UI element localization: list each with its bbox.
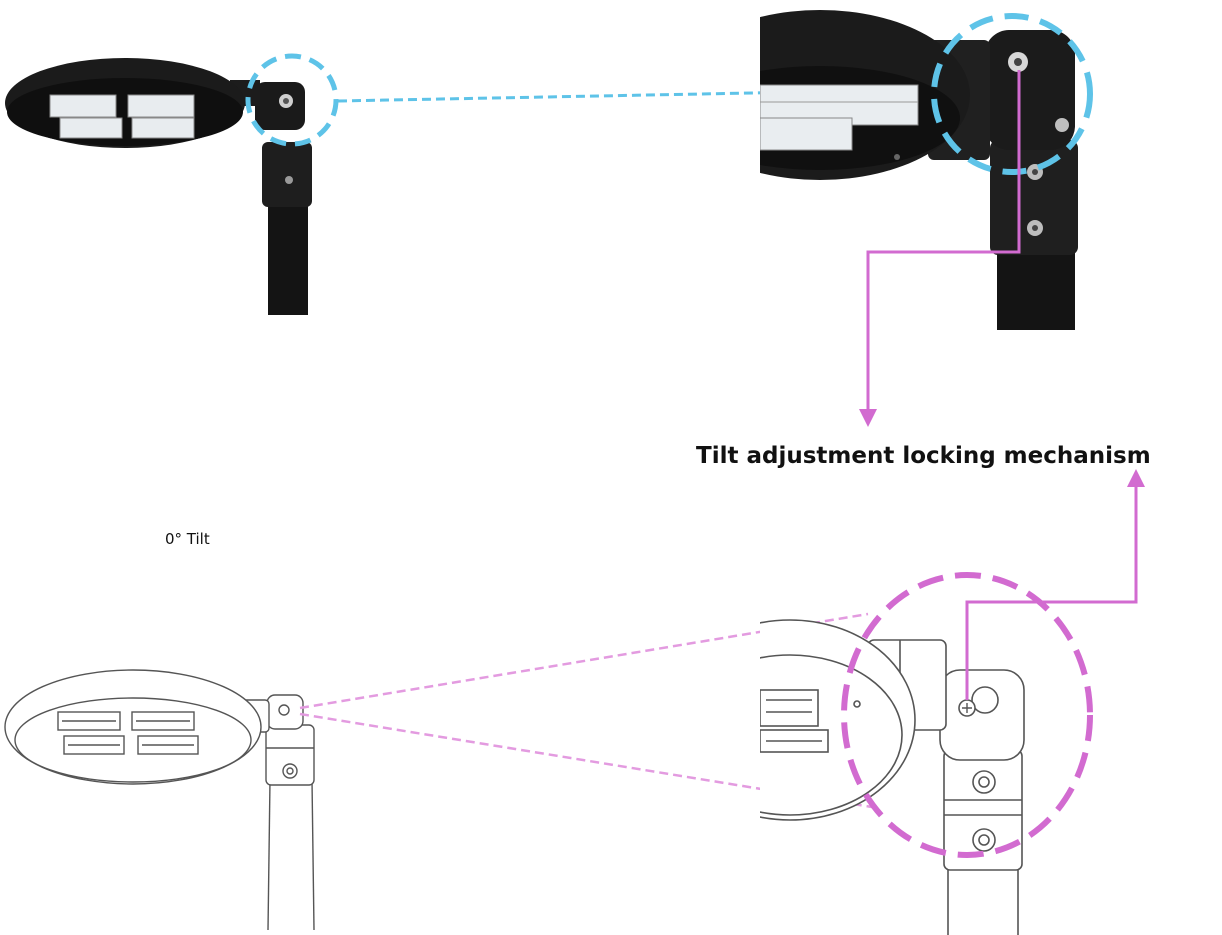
mechanism-title: Tilt adjustment locking mechanism [696, 443, 1151, 469]
screw-small [278, 704, 290, 716]
fixture-lineart-zoom [760, 619, 1025, 935]
pink-highlight-large [841, 572, 1093, 858]
fixture-lineart-small [4, 669, 315, 931]
blue-highlight-small [245, 53, 339, 147]
pink-callout-line-top [859, 70, 1021, 427]
blue-connector-line [337, 88, 909, 103]
tilt-caption: 0° Tilt [165, 530, 210, 548]
fixture-photo-zoom [760, 10, 1078, 330]
pink-callout-line-bottom [965, 469, 1145, 700]
screw-cross [962, 703, 972, 713]
blue-highlight-large [931, 13, 1093, 175]
fixture-photo-small [5, 58, 312, 315]
